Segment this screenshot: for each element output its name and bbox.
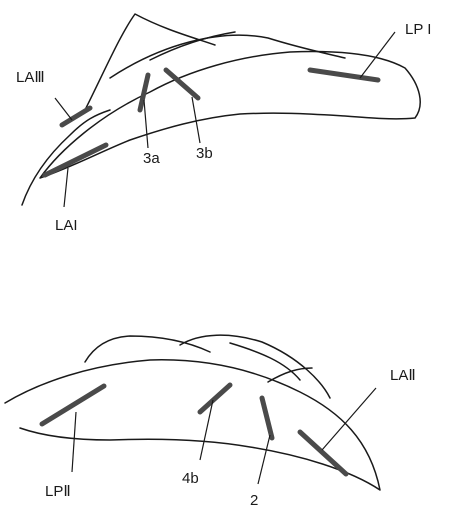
label-3b: 3b	[196, 145, 213, 162]
stripe-2	[262, 398, 272, 438]
leader-lp-ii	[72, 412, 76, 472]
label-3a: 3a	[143, 150, 160, 167]
label-la-iii: LAⅢ	[16, 69, 45, 86]
stripe-lp-i	[310, 70, 378, 80]
stripe-3b	[166, 70, 198, 98]
stripe-la-iii	[62, 108, 90, 125]
label-lp-i: LP I	[405, 21, 431, 38]
leader-2	[258, 435, 270, 484]
stripe-lp-ii	[42, 386, 104, 424]
leader-la-iii	[55, 98, 72, 120]
leader-3a	[144, 100, 148, 148]
label-4b: 4b	[182, 470, 199, 487]
stripe-la-ii	[300, 432, 346, 474]
label-la-ii: LAⅡ	[390, 367, 416, 384]
bottom-drawing: LAⅡ LPⅡ 4b 2	[5, 335, 416, 509]
label-2: 2	[250, 492, 258, 509]
leader-la-i	[64, 168, 68, 207]
stripe-4b	[200, 385, 230, 412]
bottom-upper-lobe	[180, 335, 330, 398]
label-la-i: LAI	[55, 217, 78, 234]
top-drawing: LAⅢ LP I 3a 3b LAI	[16, 14, 431, 234]
bottom-inner-curve	[230, 343, 300, 380]
label-lp-ii: LPⅡ	[45, 483, 71, 500]
